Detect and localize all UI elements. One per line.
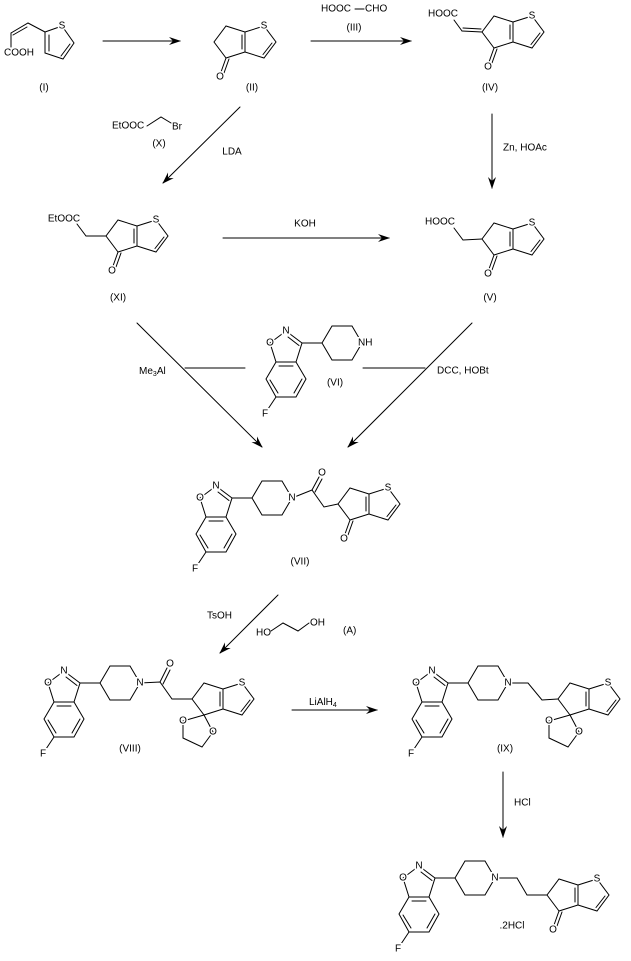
compound-IX-label: (IX)	[497, 744, 513, 755]
compound-VIII-label: (VIII)	[119, 744, 141, 755]
reagent-III-cho: CHO	[365, 4, 387, 15]
arrow-XI-to-VII	[136, 322, 263, 448]
reagent-koh: KOH	[294, 219, 316, 230]
reagent-III-hooc: HOOC	[321, 4, 351, 15]
compound-VI-label: (VI)	[327, 378, 343, 389]
reagent-A-oh: OH	[310, 618, 325, 629]
reagent-lialh4: LiAlH4	[309, 697, 337, 709]
reagent-III-label: (III)	[347, 23, 362, 34]
reagent-X-label: (X)	[152, 139, 165, 150]
svg-text:NH: NH	[358, 338, 372, 349]
svg-text:O: O	[166, 659, 174, 670]
compound-I-label: (I)	[39, 83, 48, 94]
arrow-II-to-XI	[162, 106, 241, 184]
svg-text:O: O	[318, 468, 326, 479]
compound-I-cooh: COOH	[4, 48, 34, 59]
final-product-salt: .2HCl	[499, 921, 524, 932]
svg-text:N: N	[504, 678, 511, 689]
reagent-X-etooc: EtOOC	[112, 121, 144, 132]
compound-VII-structure: O N	[190, 466, 402, 576]
svg-text:N: N	[136, 678, 143, 689]
compound-IX-structure: N	[406, 664, 622, 761]
reagent-A-ho: HO	[256, 628, 271, 639]
reagent-me3al: Me3Al	[139, 366, 166, 378]
compound-IV-structure: HOOC	[427, 7, 546, 74]
svg-text:S: S	[59, 21, 66, 32]
compound-VII-label: (VII)	[291, 557, 310, 568]
final-product-structure: N	[393, 859, 611, 956]
compound-IV-label: (IV)	[482, 83, 498, 94]
svg-text:N: N	[288, 493, 295, 504]
reagent-tsoh: TsOH	[207, 611, 232, 622]
compound-IV-hooc: HOOC	[428, 9, 458, 20]
compound-XI-structure: EtOOC	[46, 212, 170, 278]
compound-VI-structure: NH	[260, 324, 374, 421]
compound-VIII-structure: O N	[38, 657, 256, 761]
compound-XI-label: (XI)	[110, 293, 126, 304]
reagent-A-label: (A)	[343, 626, 356, 637]
compound-II-label: (II)	[246, 83, 258, 94]
compound-I-structure: S COOH	[3, 19, 75, 60]
arrow-VII-to-VIII	[219, 594, 279, 654]
reagent-dcc-hobt: DCC, HOBt	[437, 366, 489, 377]
reagent-lda: LDA	[222, 147, 242, 158]
reagent-zn-hoac: Zn, HOAc	[503, 143, 547, 154]
compound-V-label: (V)	[483, 293, 496, 304]
reagent-X-bond	[146, 116, 172, 127]
reagent-X-br: Br	[172, 122, 183, 133]
compound-V-structure: HOOC	[424, 215, 546, 281]
svg-text:N: N	[491, 873, 498, 884]
compound-V-hooc: HOOC	[425, 217, 455, 228]
reagent-hcl: HCl	[514, 798, 531, 809]
arrow-V-to-VII	[347, 322, 473, 448]
compound-XI-etooc: EtOOC	[48, 214, 80, 225]
reagent-A-bond	[270, 622, 310, 632]
compound-II-structure	[212, 19, 278, 84]
